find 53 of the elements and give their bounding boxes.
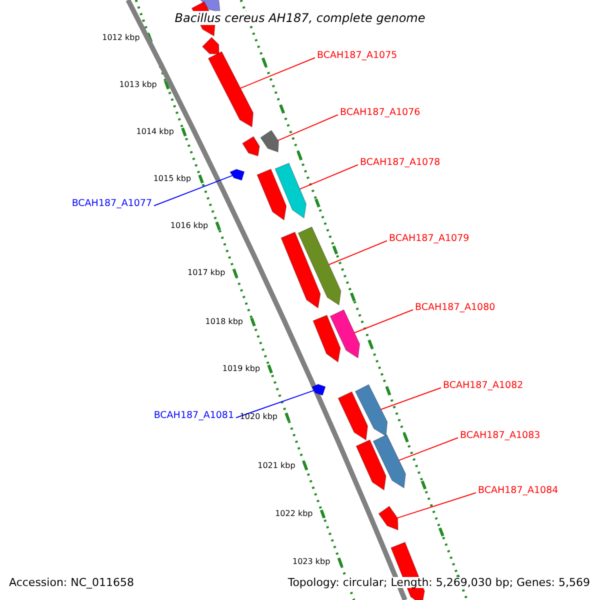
gene-bar [256, 168, 287, 221]
gene-bar [229, 168, 245, 181]
tick-label: 1015 kbp [153, 175, 192, 183]
gene-bar [260, 130, 279, 153]
leader-line [328, 240, 388, 266]
gene-bar [200, 0, 220, 13]
gene-label: BCAH187_A1083 [460, 431, 540, 440]
tick-label: 1022 kbp [275, 510, 313, 518]
gene-label: BCAH187_A1080 [415, 303, 496, 312]
tick-label: 1019 kbp [222, 365, 260, 373]
gene-bar [372, 434, 406, 489]
gene-label: BCAH187_A1082 [443, 381, 524, 390]
tick-label: 1018 kbp [205, 318, 243, 326]
accession-text: Accession: NC_011658 [9, 576, 134, 588]
gene-bar [274, 162, 307, 219]
leader-line [240, 57, 316, 89]
tick-label: 1016 kbp [170, 222, 208, 230]
gene-bar [298, 226, 342, 306]
tick-label: 1023 kbp [292, 558, 330, 566]
gene-bar [311, 384, 326, 396]
gene-label: BCAH187_A1076 [340, 108, 420, 118]
gene-bar [378, 506, 398, 531]
gene-bar [202, 36, 220, 54]
genome-summary-text: Topology: circular; Length: 5,269,030 bp; Genes: 5,569 [288, 576, 590, 588]
gene-label: BCAH187_A1081 [154, 411, 234, 420]
leader-line [396, 492, 476, 518]
gene-bar [330, 309, 360, 359]
tick-label: 1013 kbp [119, 81, 157, 89]
leader-line [154, 175, 233, 206]
gene-label: BCAH187_A1079 [389, 234, 470, 244]
gene-bar [338, 391, 368, 441]
leader-line [236, 390, 314, 418]
gene-label: BCAH187_A1078 [360, 158, 440, 168]
tick-label: 1014 kbp [136, 128, 174, 136]
tick-label: 1017 kbp [188, 269, 226, 277]
gene-bar [280, 232, 321, 309]
leader-line [354, 309, 414, 334]
gene-label: BCAH187_A1075 [317, 51, 398, 60]
leader-line [278, 114, 338, 141]
tick-label: 1021 kbp [258, 462, 296, 470]
gene-bar [356, 439, 386, 491]
gene-bar [312, 314, 341, 363]
map-title: Bacillus cereus AH187, complete genome [172, 11, 428, 25]
tick-label: 1012 kbp [102, 34, 140, 42]
leader-line [398, 437, 458, 461]
gene-bar [354, 384, 388, 437]
leader-line [380, 387, 442, 410]
leader-line [299, 164, 358, 190]
gene-label: BCAH187_A1084 [478, 486, 558, 496]
tick-label: 1020 kbp [240, 413, 278, 421]
gene-bar [242, 136, 260, 157]
gene-bar [208, 51, 254, 128]
gene-label: BCAH187_A1077 [72, 199, 152, 208]
